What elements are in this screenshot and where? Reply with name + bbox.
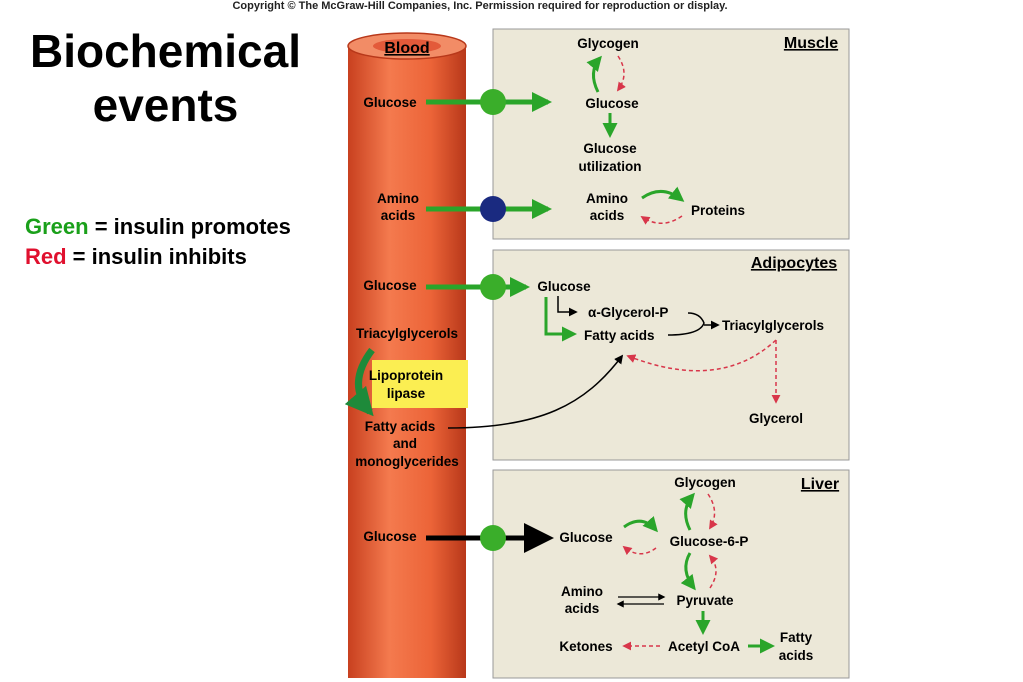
- muscle-panel: [492, 28, 850, 240]
- lipase-arrow: [344, 347, 375, 417]
- adipocyte-fatty-acids: Fatty acids: [584, 328, 655, 343]
- blood-fatty-acids-2: and: [393, 436, 417, 451]
- muscle-header: Muscle: [784, 35, 838, 52]
- liver-glycogenesis-arrow: [679, 492, 695, 531]
- blood-amino-1: Amino: [377, 191, 419, 206]
- liver-fatty-1: Fatty: [780, 630, 813, 645]
- legend-red-word: Red: [25, 244, 67, 269]
- color-legend: Green = insulin promotes Red = insulin i…: [25, 212, 291, 272]
- adipocyte-glycerol-p-arrow: [557, 296, 578, 317]
- adipocyte-glycerol-p: α-Glycerol-P: [588, 305, 668, 320]
- blood-glucose-1: Glucose: [363, 95, 417, 110]
- liver-fatty-2: acids: [779, 648, 814, 663]
- adipocytes-header: Adipocytes: [751, 255, 837, 272]
- liver-dephosphorylation-arrow: [622, 545, 657, 556]
- liver-glycolysis-arrow: [680, 552, 696, 591]
- liver-pyruvate: Pyruvate: [676, 593, 734, 608]
- muscle-utilization-2: utilization: [579, 159, 642, 174]
- alpha-symbol: α: [588, 305, 597, 320]
- title-line-2: events: [92, 79, 239, 131]
- liver-gluconeogenesis-arrow: [708, 554, 719, 589]
- blood-fatty-acids-1: Fatty acids: [365, 419, 436, 434]
- lipase-line-1: Lipoprotein: [369, 368, 443, 383]
- fatty-acid-uptake-arrow: [447, 354, 624, 429]
- legend-green-word: Green: [25, 214, 89, 239]
- blood-glucose-3: Glucose: [363, 529, 417, 544]
- adipocyte-glucose: Glucose: [537, 279, 591, 294]
- liver-amino-1: Amino: [561, 584, 603, 599]
- liver-amino-2: acids: [565, 601, 600, 616]
- liver-glycogen: Glycogen: [674, 475, 736, 490]
- adipocytes-panel: [492, 249, 850, 461]
- adipocyte-lipogenesis-arrow: [544, 297, 577, 342]
- glycerol-p-label: -Glycerol-P: [596, 305, 668, 320]
- liver-acetyl-coa: Acetyl CoA: [668, 639, 740, 654]
- vessel-lumen: [373, 39, 441, 53]
- muscle-glycogenesis-arrow: [586, 55, 602, 93]
- legend-red-text: = insulin inhibits: [66, 244, 247, 269]
- copyright-notice: Copyright © The McGraw-Hill Companies, I…: [232, 0, 728, 12]
- muscle-proteins: Proteins: [691, 203, 745, 218]
- adipocyte-triacylglycerols: Triacylglycerols: [722, 318, 824, 333]
- liver-header: Liver: [801, 476, 839, 493]
- liver-glucose-transporter: [480, 525, 506, 551]
- muscle-glycogenolysis-arrow: [616, 55, 626, 92]
- transport-arrows: [426, 89, 624, 553]
- liver-ketones: Ketones: [559, 639, 612, 654]
- adipocyte-lipolysis-arrow: [626, 339, 777, 372]
- muscle-glucose-transporter: [480, 89, 506, 115]
- lipase-box: [372, 360, 468, 408]
- adipocyte-join-bracket: [667, 312, 705, 336]
- liver-panel: [492, 469, 850, 679]
- muscle-amino-1: Amino: [586, 191, 628, 206]
- muscle-protein-synthesis-arrow: [641, 186, 685, 202]
- muscle-amino-2: acids: [590, 208, 625, 223]
- blood-amino-2: acids: [381, 208, 416, 223]
- legend-green: Green = insulin promotes: [25, 212, 291, 242]
- legend-green-text: = insulin promotes: [88, 214, 291, 239]
- muscle-glucose: Glucose: [585, 96, 639, 111]
- blood-header: Blood: [384, 40, 429, 57]
- adipocyte-glucose-transporter: [480, 274, 506, 300]
- muscle-utilization-1: Glucose: [583, 141, 637, 156]
- blood-fatty-acids-3: monoglycerides: [355, 454, 459, 469]
- liver-phosphorylation-arrow: [623, 516, 658, 533]
- title-line-1: Biochemical: [30, 25, 301, 77]
- blood-triacylglycerols: Triacylglycerols: [356, 326, 458, 341]
- page-title: Biochemical events: [8, 24, 323, 132]
- adipocyte-glycerol: Glycerol: [749, 411, 803, 426]
- liver-glycogenolysis-arrow: [707, 493, 718, 530]
- muscle-glycogen: Glycogen: [577, 36, 639, 51]
- legend-red: Red = insulin inhibits: [25, 242, 291, 272]
- liver-glucose: Glucose: [559, 530, 613, 545]
- muscle-amino-transporter: [480, 196, 506, 222]
- lipase-line-2: lipase: [387, 386, 426, 401]
- muscle-proteolysis-arrow: [640, 215, 683, 225]
- blood-glucose-2: Glucose: [363, 278, 417, 293]
- liver-glucose-6-p: Glucose-6-P: [670, 534, 749, 549]
